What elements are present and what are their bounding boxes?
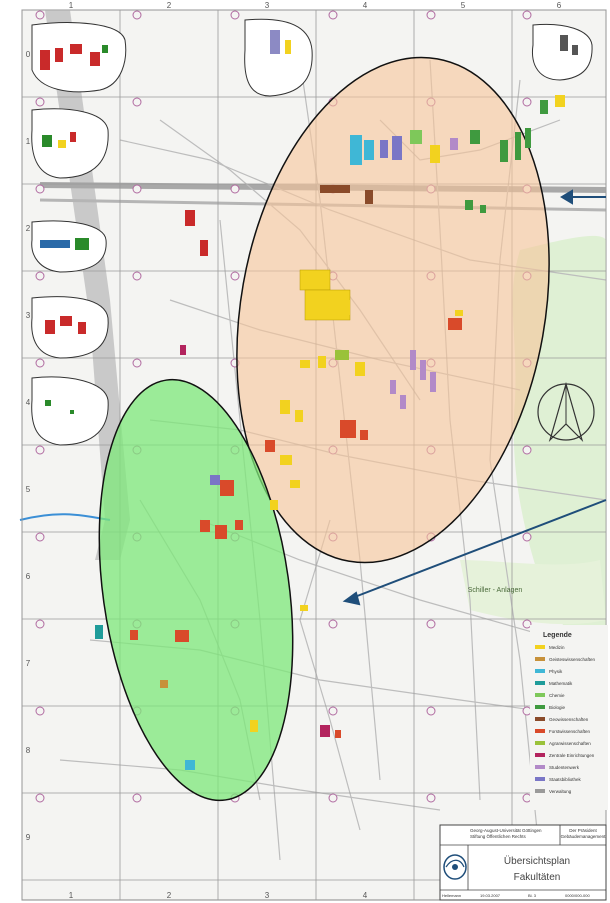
legend-swatch: [535, 753, 545, 757]
legend-swatch: [535, 777, 545, 781]
park-label: Schiller - Anlagen: [468, 587, 523, 594]
legend-label: Verwaltung: [549, 789, 572, 794]
legend-swatch: [535, 657, 545, 661]
legend-swatch: [535, 741, 545, 745]
col-label: 3: [265, 1, 270, 10]
legend-label: Geowissenschaften: [549, 717, 589, 722]
title-block: Georg-August-Universität Göttingen Stift…: [439, 824, 607, 901]
legend-label: Forstwissenschaften: [549, 729, 591, 734]
legend-swatch: [535, 789, 545, 793]
col-label: 1: [69, 891, 74, 900]
legend-swatch: [535, 729, 545, 733]
pointer-arrows: [342, 189, 607, 606]
tb-footer: Hellemann: [442, 893, 461, 898]
tb-institution: Georg-August-Universität Göttingen: [470, 828, 542, 833]
legend-swatch: [535, 705, 545, 709]
highlight-ellipse-north: [236, 56, 550, 564]
row-label: 0: [26, 50, 31, 59]
highlight-ellipse-south: [98, 378, 294, 802]
legend-swatch: [535, 717, 545, 721]
legend-label: Mathematik: [549, 681, 573, 686]
inset-map-6: [244, 18, 313, 97]
row-label: 7: [26, 659, 31, 668]
row-label: 5: [26, 485, 31, 494]
inset-map-1: [31, 22, 127, 93]
col-label: 2: [167, 1, 172, 10]
row-label: 3: [26, 311, 31, 320]
tb-right-dept: Gebäudemanagement: [561, 834, 607, 839]
legend-label: Medizin: [549, 645, 565, 650]
arrow-head-mid: [342, 591, 361, 606]
inset-map-7: [531, 23, 593, 81]
row-label: 9: [26, 833, 31, 842]
col-label: 4: [363, 891, 368, 900]
legend-swatch: [535, 765, 545, 769]
tb-title-line2: Fakultäten: [514, 872, 561, 883]
tb-footer: 0000/000-000: [565, 893, 590, 898]
legend-label: Studentenwerk: [549, 765, 580, 770]
south-area-buildings: [95, 210, 341, 770]
tb-right-org: Der Präsident: [569, 828, 597, 833]
legend-label: Agrarwissenschaften: [549, 741, 591, 746]
col-label: 4: [363, 1, 368, 10]
park-area: [460, 560, 606, 625]
row-label: 6: [26, 572, 31, 581]
legend-title: Legende: [543, 632, 572, 639]
arrow-line-mid: [351, 499, 607, 599]
col-label: 3: [265, 891, 270, 900]
north-campus-buildings: [265, 95, 565, 510]
legend-label: Physik: [549, 669, 563, 674]
legend-swatch: [535, 645, 545, 649]
university-logo-icon: [443, 854, 467, 880]
inset-map-5: [31, 376, 109, 446]
tb-title-line1: Übersichtsplan: [504, 855, 570, 867]
legend-label: Zentrale Einrichtungen: [549, 753, 595, 758]
legend: Legende MedizinGeisteswissenschaftenPhys…: [530, 625, 608, 810]
inset-maps: [31, 18, 593, 446]
row-label: 8: [26, 746, 31, 755]
col-label: 5: [461, 1, 466, 10]
legend-label: Chemie: [549, 693, 565, 698]
row-label: 1: [26, 137, 31, 146]
legend-swatch: [535, 669, 545, 673]
tb-footer: 19.03.2007: [480, 893, 501, 898]
inset-map-2: [31, 108, 109, 179]
inset-map-4: [31, 296, 109, 359]
legend-swatch: [535, 681, 545, 685]
arrow-head-top: [560, 189, 573, 205]
col-label: 6: [557, 1, 562, 10]
legend-label: Staatsbibliothek: [549, 777, 582, 782]
legend-label: Geisteswissenschaften: [549, 657, 596, 662]
tb-footer: Bl. 3: [528, 893, 537, 898]
row-label: 4: [26, 398, 31, 407]
north-arrow-icon: [537, 381, 595, 443]
legend-swatch: [535, 693, 545, 697]
row-label: 2: [26, 224, 31, 233]
col-label: 2: [167, 891, 172, 900]
col-label: 1: [69, 1, 74, 10]
inset-buildings: [40, 30, 578, 414]
legend-label: Biologie: [549, 705, 566, 710]
grid-row-labels: 0 1 2 3 4 5 6 7 8 9: [26, 50, 31, 842]
tb-org: Stiftung Öffentlichen Rechts: [470, 833, 526, 839]
